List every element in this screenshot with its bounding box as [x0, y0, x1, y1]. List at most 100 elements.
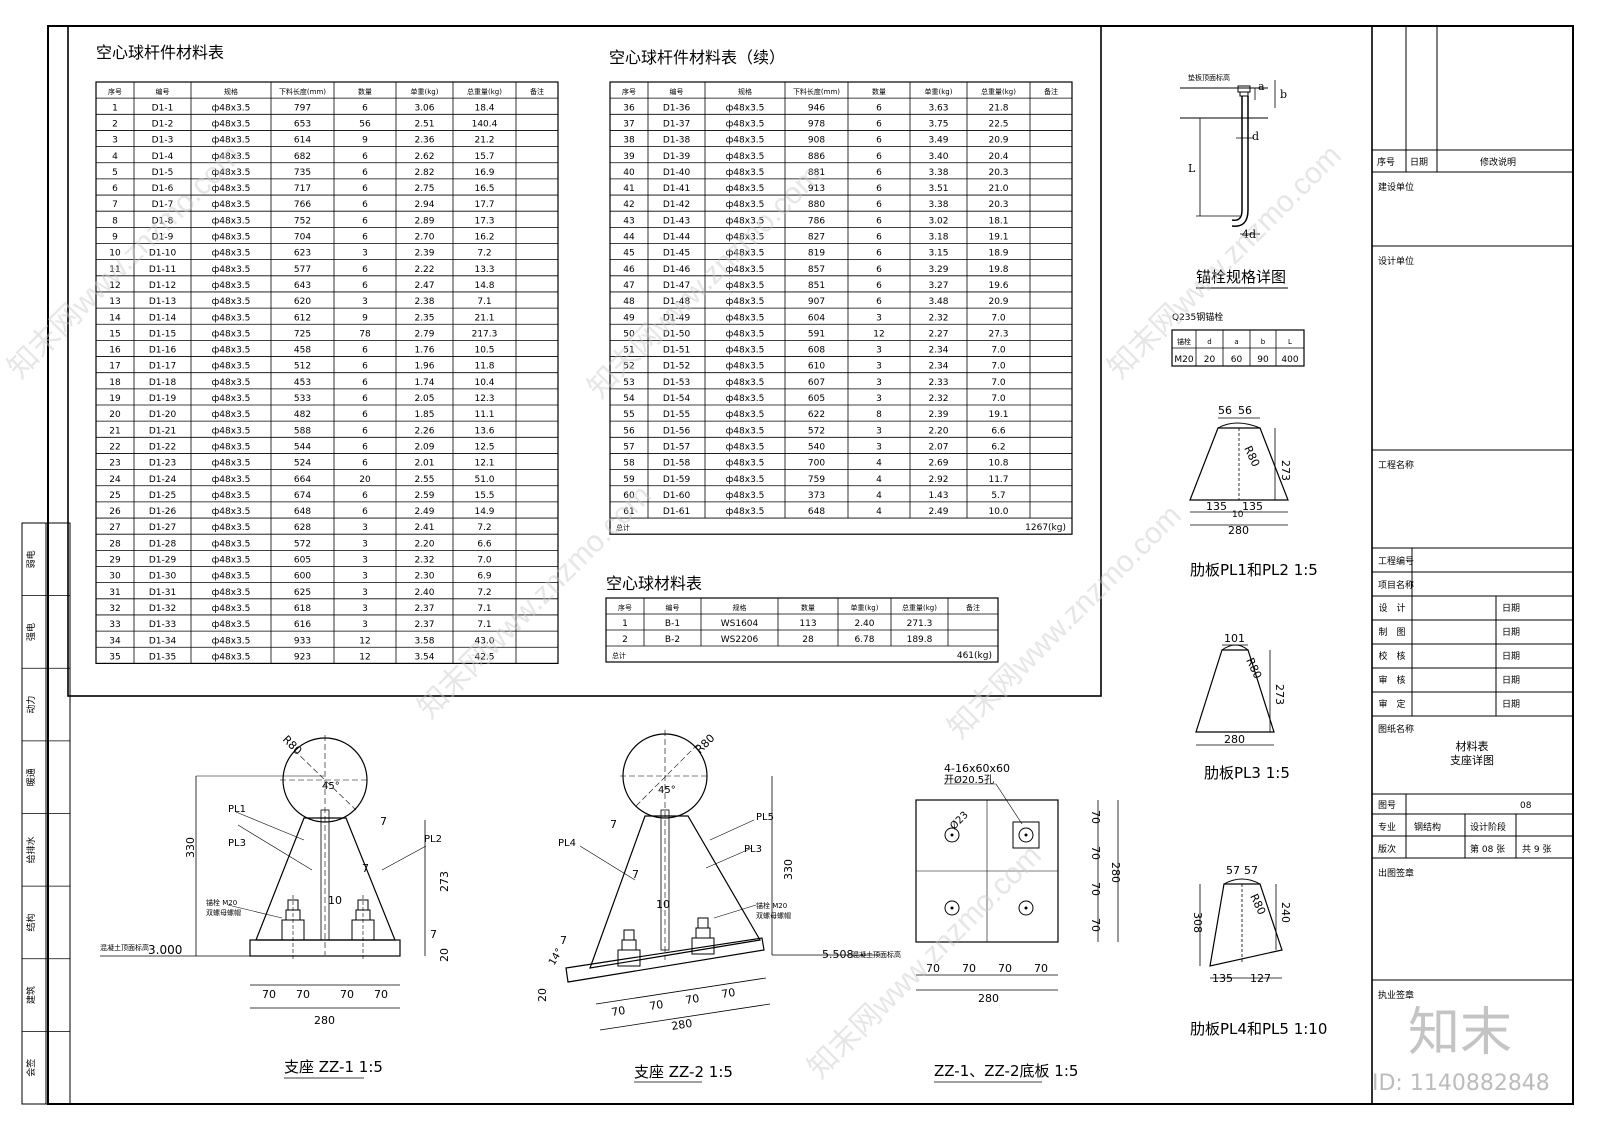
member-left-cell: 6	[362, 152, 368, 162]
member-left-header-5: 单重(kg)	[411, 87, 439, 96]
anchor-header-0: 锚栓	[1177, 337, 1191, 346]
member-left-cell: 1	[112, 103, 118, 113]
member-left-cell: 674	[294, 491, 311, 501]
member-left-cell: 6	[362, 491, 368, 501]
base-dim70c: 70	[998, 962, 1012, 975]
member-right-cell: ф48x3.5	[726, 394, 765, 404]
rib-plate-pl12: 56 56 R80 273 135 135 10 280 肋板PL1和PL2 1…	[1189, 404, 1318, 579]
member-right-cell: 21.0	[988, 184, 1008, 194]
member-right-cell: 39	[623, 152, 635, 162]
member-left-cell: 8	[112, 216, 118, 226]
sign-role-0: 设 计	[1378, 602, 1405, 614]
member-right-cell: 6.6	[991, 426, 1006, 436]
member-left-cell: 6.6	[477, 539, 492, 549]
rev-header-date: 日期	[1410, 157, 1428, 168]
member-right-cell: 2.49	[928, 507, 948, 517]
member-left-cell: 2.89	[414, 216, 434, 226]
member-right-cell: D1-38	[663, 136, 691, 146]
pl12-dim-56b: 56	[1238, 404, 1252, 417]
member-right-cell: D1-41	[663, 184, 690, 194]
member-left-cell: 2.39	[414, 249, 434, 259]
member-left-cell: ф48x3.5	[212, 394, 251, 404]
sign-role-1: 制 图	[1378, 626, 1405, 638]
member-left-cell: 648	[294, 507, 311, 517]
member-right-cell: 881	[808, 168, 825, 178]
member-left-cell: 12.1	[474, 459, 494, 469]
member-left-cell: 17.7	[474, 200, 494, 210]
member-right-cell: 6	[876, 297, 882, 307]
member-left-cell: 643	[294, 281, 311, 291]
pl45-dim-r80: R80	[1247, 892, 1268, 917]
member-right-cell: 5.7	[991, 491, 1005, 501]
drawing-name-label: 图纸名称	[1378, 723, 1414, 735]
member-left-cell: 21	[109, 426, 120, 436]
member-left-cell: 7.1	[477, 297, 491, 307]
zz1-pl1: PL1	[228, 804, 246, 815]
member-left-cell: D1-22	[149, 442, 176, 452]
member-left-cell: D1-32	[149, 604, 176, 614]
zz1-273: 273	[438, 871, 451, 892]
member-right-cell: ф48x3.5	[726, 249, 765, 259]
pl3-caption: 肋板PL3 1:5	[1204, 764, 1290, 782]
zz2-dim70d: 70	[720, 986, 736, 1001]
member-left-cell: D1-27	[149, 523, 176, 533]
member-right-cell: 6	[876, 136, 882, 146]
zz1-dim70d: 70	[374, 988, 388, 1001]
zz1-dim70c: 70	[340, 988, 354, 1001]
ball-header-0: 序号	[618, 603, 632, 612]
member-right-cell: 2.07	[928, 442, 948, 452]
member-right-header-0: 序号	[622, 87, 636, 96]
member-left-cell: 5	[112, 168, 118, 178]
anchor-header-3: b	[1261, 338, 1266, 346]
client-label: 建设单位	[1378, 181, 1414, 193]
member-right-cell: 3.40	[928, 152, 948, 162]
member-right-cell: 2.32	[928, 394, 948, 404]
member-left-cell: 6	[362, 394, 368, 404]
member-left-cell: 16.5	[474, 184, 494, 194]
member-left-cell: ф48x3.5	[212, 604, 251, 614]
member-right-cell: 6	[876, 265, 882, 275]
member-right-cell: D1-55	[663, 410, 690, 420]
ball-header-3: 数量	[801, 603, 815, 612]
member-left-cell: 6	[362, 200, 368, 210]
member-right-cell: 6	[876, 249, 882, 259]
member-right-cell: 48	[623, 297, 635, 307]
member-right-cell: D1-40	[663, 168, 691, 178]
member-left-cell: 6	[362, 216, 368, 226]
binding-cell-7: 弱电	[25, 550, 37, 568]
member-right-cell: 52	[623, 362, 634, 372]
member-left-cell: 11.1	[474, 410, 494, 420]
anchor-cell: 20	[1204, 355, 1216, 365]
base-dim70b: 70	[962, 962, 976, 975]
anchor-cell: 90	[1257, 355, 1269, 365]
member-left-cell: 2	[112, 119, 118, 129]
member-right-cell: 3.29	[928, 265, 948, 275]
member-left-cell: 2.82	[414, 168, 434, 178]
member-left-cell: 43.0	[474, 636, 494, 646]
member-right-cell: 46	[623, 265, 635, 275]
pl12-dim-135a: 135	[1206, 500, 1227, 513]
member-left-cell: 6	[362, 459, 368, 469]
anchor-cell: 60	[1231, 355, 1243, 365]
version-label: 版次	[1378, 843, 1396, 855]
binding-cell-5: 动力	[25, 696, 37, 714]
item-name-label: 项目名称	[1378, 579, 1414, 591]
pl3-dim-101: 101	[1224, 632, 1245, 645]
member-left-cell: ф48x3.5	[212, 184, 251, 194]
zz1-dim280: 280	[314, 1014, 335, 1027]
member-left-cell: ф48x3.5	[212, 152, 251, 162]
base-hole-d23: Ø23	[948, 809, 971, 832]
member-right-cell: 3.51	[928, 184, 948, 194]
binding-cell-4: 暖通	[25, 768, 37, 786]
member-left-cell: 7.1	[477, 620, 491, 630]
base-caption: ZZ-1、ZZ-2底板 1:5	[934, 1062, 1078, 1080]
member-right-cell: 56	[623, 426, 635, 436]
member-right-cell: 3	[876, 313, 882, 323]
member-right-cell: 3.49	[928, 136, 948, 146]
anchor-label-L: L	[1188, 162, 1196, 175]
member-left-cell: 625	[294, 588, 311, 598]
member-left-cell: ф48x3.5	[212, 265, 251, 275]
member-left-cell: 3	[362, 249, 368, 259]
member-right-cell: ф48x3.5	[726, 459, 765, 469]
